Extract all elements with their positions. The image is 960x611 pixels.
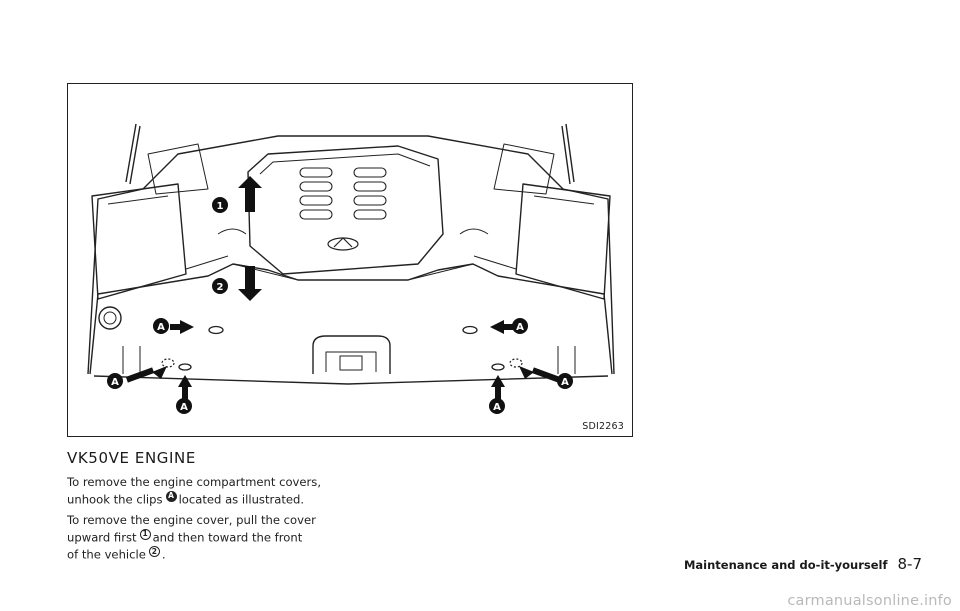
footer-section-title: Maintenance and do-it-yourself [683, 558, 888, 572]
text-fragment: of the vehicle [67, 547, 146, 562]
page-footer: Maintenance and do-it-yourself 8-7 [684, 555, 922, 573]
engine-diagram-svg: 1 2 A A A A A [87, 123, 615, 414]
callout-a-label: A [180, 402, 188, 413]
callout-1-badge: 1 [139, 528, 151, 540]
callout-a-badge: A [165, 490, 177, 502]
paragraph-line: To remove the engine compartment covers, [67, 475, 322, 489]
callout-a-upper-left: A [153, 318, 169, 334]
paragraph-remove-engine-cover: To remove the engine cover, pull the cov… [67, 513, 339, 563]
callout-a-label: A [561, 377, 569, 388]
callout-a-lower-right: A [557, 373, 573, 389]
callout-a-label: A [157, 322, 165, 333]
callout-a-upper-right: A [512, 318, 528, 334]
page-number: 8-7 [897, 555, 923, 573]
watermark: carmanualsonline.info [787, 593, 952, 609]
callout-a-label: A [516, 322, 524, 333]
paragraph-line: To remove the engine cover, pull the cov… [67, 513, 316, 527]
text-fragment: unhook the clips [67, 492, 163, 507]
callout-2-label: 2 [217, 282, 224, 293]
engine-illustration: 1 2 A A A A A [67, 83, 633, 437]
callout-a-lower-left: A [107, 373, 123, 389]
callout-2: 2 [212, 278, 228, 294]
callout-a-label: A [493, 402, 501, 413]
text-fragment: located as illustrated. [178, 492, 305, 507]
figure-code: SDI2263 [582, 421, 624, 432]
callout-1: 1 [212, 197, 228, 213]
text-fragment: upward first [67, 530, 137, 545]
callout-a-label: A [111, 377, 119, 388]
paragraph-remove-covers: To remove the engine compartment covers,… [67, 475, 339, 508]
callout-2-badge: 2 [148, 545, 160, 557]
callout-1-label: 1 [217, 201, 224, 212]
text-fragment: and then toward the front [152, 530, 303, 545]
callout-a-bottom-right: A [489, 398, 505, 414]
section-heading: VK50VE ENGINE [67, 449, 196, 467]
callout-a-bottom-left: A [176, 398, 192, 414]
text-fragment: . [161, 547, 166, 562]
